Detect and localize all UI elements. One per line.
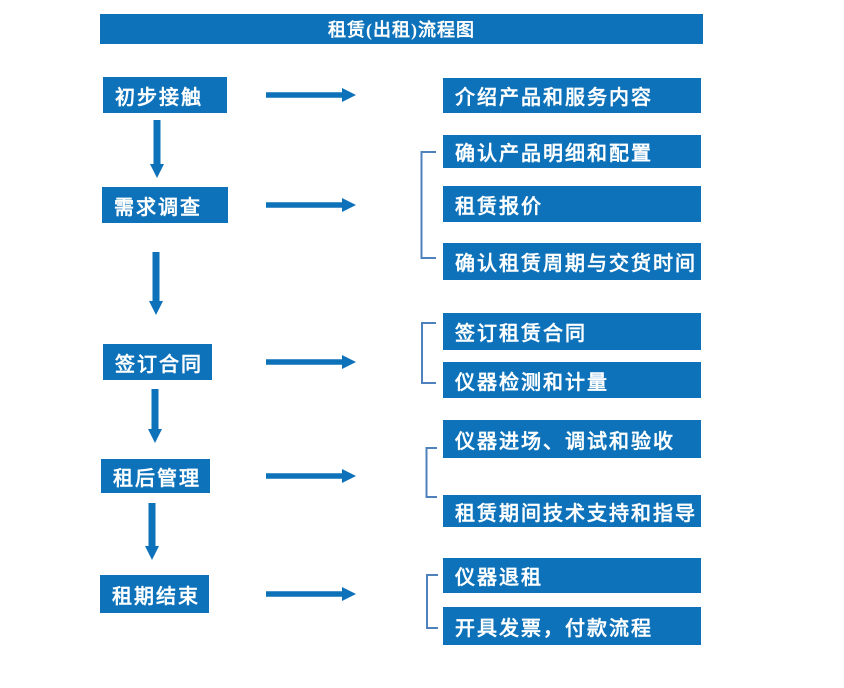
- detail-box-technical-support: 租赁期间技术支持和指导: [443, 495, 701, 527]
- detail-box-confirm-product-details: 确认产品明细和配置: [443, 135, 701, 168]
- detail-box-invoice-payment: 开具发票，付款流程: [443, 607, 701, 645]
- bracket-connector: [425, 447, 437, 498]
- bracket-connector: [420, 151, 436, 259]
- detail-box-sign-rental-contract: 签订租赁合同: [443, 313, 701, 350]
- stage-box-post-rental-management: 租后管理: [101, 459, 210, 493]
- detail-box-rental-quotation: 租赁报价: [443, 186, 701, 222]
- detail-box-introduce-products-services: 介绍产品和服务内容: [443, 78, 701, 113]
- bracket-connector: [421, 322, 436, 384]
- detail-box-instrument-testing: 仪器检测和计量: [443, 362, 701, 398]
- detail-box-instrument-installation: 仪器进场、调试和验收: [443, 420, 701, 458]
- detail-box-instrument-return: 仪器退租: [443, 558, 701, 593]
- bracket-connector: [426, 574, 438, 629]
- stage-box-sign-contract: 签订合同: [103, 344, 212, 380]
- stage-box-lease-end: 租期结束: [100, 575, 209, 613]
- stage-box-demand-survey: 需求调查: [102, 187, 228, 223]
- stage-box-initial-contact: 初步接触: [103, 77, 227, 113]
- flowchart-title: 租赁(出租)流程图: [100, 14, 703, 44]
- detail-box-confirm-period-delivery: 确认租赁周期与交货时间: [443, 243, 701, 280]
